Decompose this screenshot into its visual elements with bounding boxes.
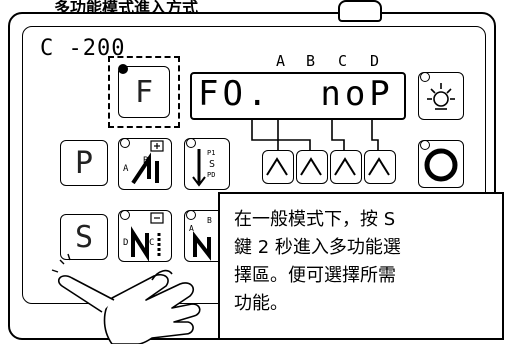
instruction-callout: 在一般模式下，按 S 鍵 2 秒進入多功能選 擇區。便可選擇所需 功能。 xyxy=(218,192,504,340)
svg-text:D: D xyxy=(123,238,128,248)
letter-a: A xyxy=(276,52,286,70)
callout-line-3: 擇區。便可選擇所需 xyxy=(234,265,396,286)
f-button-label: F xyxy=(134,74,154,110)
end-tack-led xyxy=(120,210,130,220)
lamp-led xyxy=(420,72,430,82)
p-button[interactable]: P xyxy=(60,140,108,186)
f-button[interactable]: F xyxy=(118,66,170,118)
p-button-label: P xyxy=(74,145,94,181)
up-key-d[interactable] xyxy=(364,150,396,184)
end-tack-icon: D C xyxy=(123,212,164,262)
lamp-icon xyxy=(427,83,455,110)
start-tack-icon: A B xyxy=(123,140,164,185)
letter-d: D xyxy=(370,52,380,70)
svg-text:S: S xyxy=(209,159,215,170)
s-button[interactable]: S xyxy=(60,214,108,260)
up-key-c[interactable] xyxy=(330,150,362,184)
callout-line-2: 鍵 2 秒進入多功能選 xyxy=(234,237,401,258)
svg-text:A: A xyxy=(123,164,129,174)
up-arrow-icon xyxy=(368,157,390,176)
multi-tack-led xyxy=(186,210,196,220)
pattern-led xyxy=(186,138,196,148)
panel-knob xyxy=(338,0,382,22)
multi-tack-icon: A B xyxy=(189,216,212,261)
svg-text:C: C xyxy=(149,238,154,248)
svg-text:A: A xyxy=(189,224,194,233)
letter-b: B xyxy=(306,52,316,70)
pattern-icon: P1 S PD xyxy=(192,149,215,187)
lamp-button[interactable] xyxy=(418,72,464,120)
svg-text:P1: P1 xyxy=(207,149,215,157)
up-arrow-icon xyxy=(334,157,356,176)
lcd-display xyxy=(190,72,406,120)
spiral-icon xyxy=(424,148,458,182)
up-key-a[interactable] xyxy=(262,150,294,184)
callout-line-4: 功能。 xyxy=(234,293,288,314)
s-button-label: S xyxy=(74,219,94,255)
letter-c: C xyxy=(338,52,348,70)
up-arrow-icon xyxy=(300,157,322,176)
pointing-hand-icon xyxy=(51,253,201,344)
callout-line-1: 在一般模式下，按 S xyxy=(234,209,396,230)
end-tack-button[interactable]: D C xyxy=(118,210,172,262)
up-key-b[interactable] xyxy=(296,150,328,184)
f-button-led xyxy=(118,64,128,74)
start-tack-led xyxy=(120,138,130,148)
lcd-text: FO. noP xyxy=(198,74,394,114)
svg-text:PD: PD xyxy=(207,171,215,179)
svg-text:B: B xyxy=(207,216,212,225)
spiral-led xyxy=(420,140,430,150)
up-arrow-icon xyxy=(266,157,288,176)
f-key-highlight xyxy=(108,56,180,128)
